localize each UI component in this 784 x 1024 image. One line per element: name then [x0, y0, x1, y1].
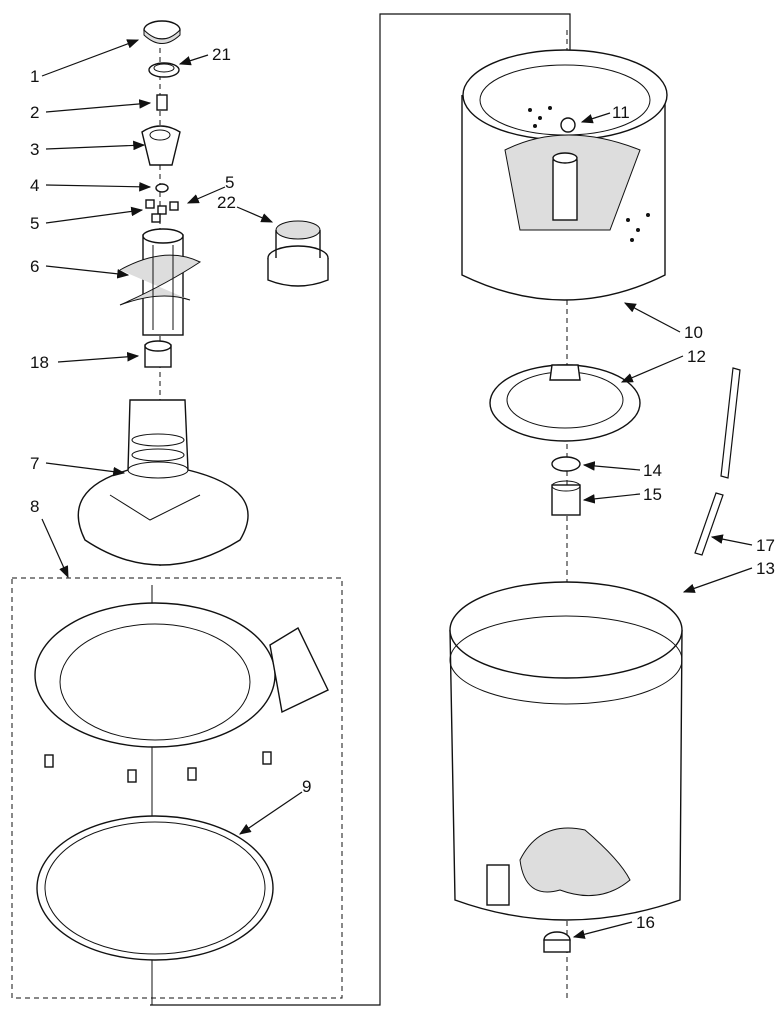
part-14-clip: [551, 456, 581, 472]
part-13-tub: [449, 581, 683, 921]
callout-6: 6: [30, 257, 39, 276]
callout-5-lower: 5: [30, 214, 39, 233]
part-8-tub-ring: [34, 602, 329, 783]
part-15-nut: [551, 480, 581, 516]
part-3-cap-assembly: [141, 125, 181, 166]
part-16-seal: [543, 931, 571, 953]
callout-3: 3: [30, 140, 39, 159]
part-17-hose: [694, 367, 741, 556]
callout-8: 8: [30, 497, 39, 516]
part-18-coupling: [144, 340, 172, 368]
callout-11: 11: [612, 103, 630, 122]
part-4-washer: [155, 183, 169, 193]
part-7-agitator-base: [77, 399, 249, 566]
callout-7: 7: [30, 454, 39, 473]
part-11-nut: [560, 117, 576, 133]
callout-15: 15: [643, 485, 662, 504]
callout-2: 2: [30, 103, 39, 122]
callout-22: 22: [217, 193, 236, 212]
part-22-bearing: [267, 220, 329, 287]
callout-9: 9: [302, 777, 311, 796]
part-12-hub-plate: [489, 364, 641, 442]
callout-labels: 1 21 2 3 4 5 5 22 6 18 7 8 9 11 10 12 14…: [30, 45, 775, 932]
assembly-8-frame: [11, 577, 343, 999]
callout-14: 14: [643, 461, 662, 480]
callout-1: 1: [30, 67, 39, 86]
callout-5-upper: 5: [225, 173, 234, 192]
callout-17: 17: [756, 536, 775, 555]
part-5-dogs: [145, 199, 179, 223]
part-2-bolt: [156, 94, 168, 111]
leader-lines: [41, 39, 753, 939]
callout-18: 18: [30, 353, 49, 372]
callout-21: 21: [212, 45, 231, 64]
callout-13: 13: [756, 559, 775, 578]
part-10-basket: [461, 49, 668, 301]
part-9-gasket: [36, 815, 274, 961]
callout-12: 12: [687, 347, 706, 366]
callout-16: 16: [636, 913, 655, 932]
part-1-cap: [143, 20, 181, 44]
callout-4: 4: [30, 176, 39, 195]
part-21-ring: [148, 62, 180, 78]
connector-line: [150, 13, 571, 1006]
part-6-auger: [119, 228, 202, 336]
callout-10: 10: [684, 323, 703, 342]
